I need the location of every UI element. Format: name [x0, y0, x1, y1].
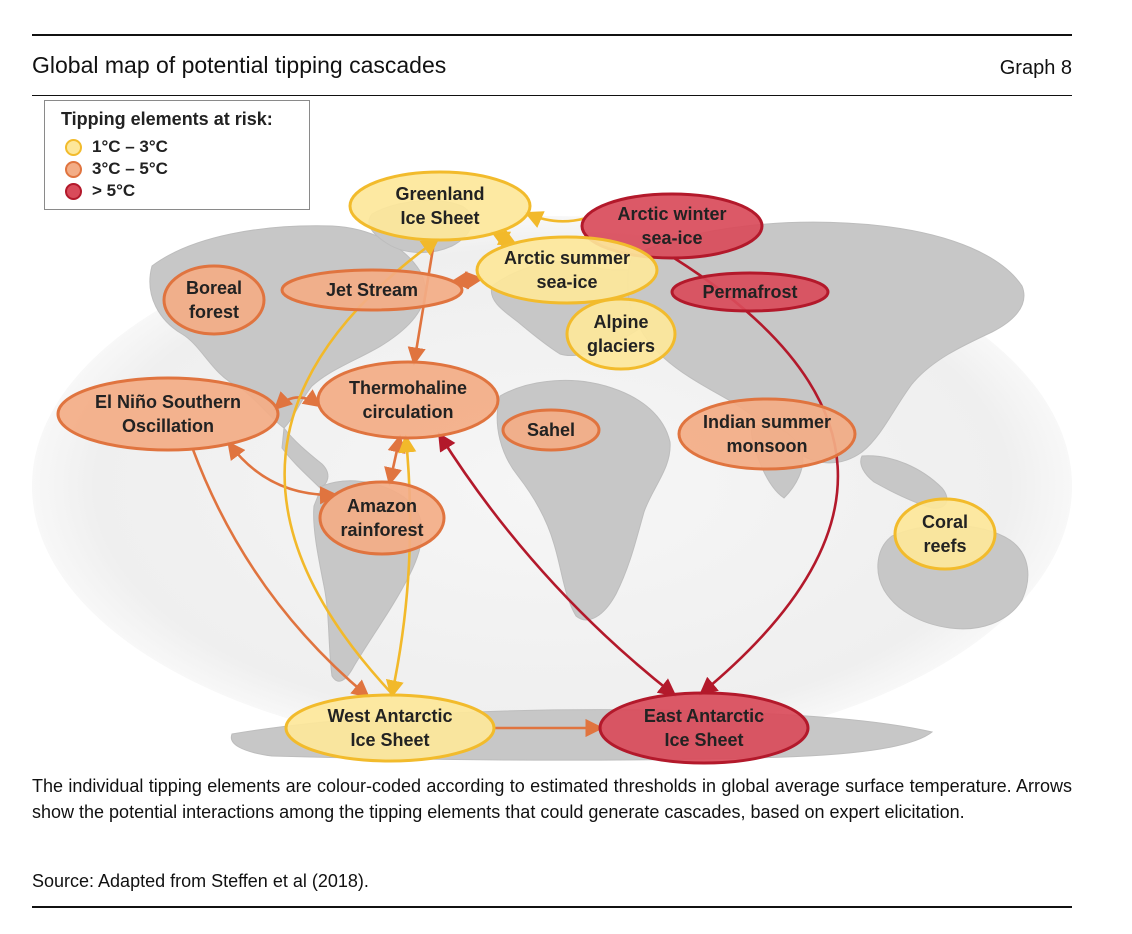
- node-west-antarctic-ellipse: [284, 693, 496, 763]
- legend-swatch-orange: [65, 160, 82, 178]
- node-amazon-label: Amazon: [347, 496, 417, 516]
- node-arctic-winter-label: sea-ice: [641, 228, 702, 248]
- top-rule: [32, 34, 1072, 36]
- node-arctic-summer-label: sea-ice: [536, 272, 597, 292]
- node-boreal-label: forest: [189, 302, 239, 322]
- bottom-rule: [32, 906, 1072, 908]
- node-alpine: Alpine glaciers: [565, 297, 677, 371]
- legend-item-low: 1°C – 3°C: [65, 137, 168, 157]
- node-arctic-summer-label: Arctic summer: [504, 248, 630, 268]
- node-sahel-ellipse: [501, 408, 601, 452]
- node-amazon: Amazon rainforest: [318, 480, 446, 556]
- node-arctic-winter-ellipse: [580, 192, 764, 260]
- graph-number: Graph 8: [999, 57, 1072, 79]
- node-thermohaline-ellipse: [316, 360, 500, 440]
- node-enso-ellipse: [56, 376, 280, 452]
- node-coral-label: Coral: [922, 512, 968, 532]
- figure-caption: The individual tipping elements are colo…: [32, 776, 1072, 822]
- arrow-enso-to-thermohaline: [273, 389, 322, 411]
- node-thermohaline: Thermohaline circulation: [316, 360, 500, 440]
- node-east-antarctic-label: East Antarctic: [644, 706, 764, 726]
- node-thermohaline-label: Thermohaline: [349, 378, 467, 398]
- title-rule: [32, 95, 1072, 96]
- node-jet-stream-ellipse: [280, 268, 464, 312]
- node-coral: Coral reefs: [893, 497, 997, 571]
- node-indian-monsoon-ellipse: [677, 397, 857, 471]
- node-coral-label: reefs: [923, 536, 966, 556]
- node-indian-monsoon-label: Indian summer: [703, 412, 831, 432]
- node-indian-monsoon-label: monsoon: [727, 436, 808, 456]
- node-alpine-label: Alpine: [593, 312, 648, 332]
- node-greenland-ellipse: [348, 170, 532, 242]
- node-coral-ellipse: [893, 497, 997, 571]
- legend-label: > 5°C: [92, 181, 136, 200]
- legend-heading: Tipping elements at risk:: [61, 109, 273, 129]
- node-permafrost-label: Permafrost: [702, 282, 797, 302]
- node-sahel-label: Sahel: [527, 420, 575, 440]
- legend-item-high: > 5°C: [65, 181, 135, 201]
- node-enso-label: Oscillation: [122, 416, 214, 436]
- node-sahel: Sahel: [501, 408, 601, 452]
- node-greenland-label: Greenland: [395, 184, 484, 204]
- node-arctic-winter: Arctic winter sea-ice: [580, 192, 764, 260]
- node-arctic-winter-label: Arctic winter: [617, 204, 726, 224]
- legend-swatch-yellow: [65, 138, 82, 156]
- node-permafrost-ellipse: [670, 271, 830, 313]
- legend-label: 1°C – 3°C: [92, 137, 168, 156]
- legend: Tipping elements at risk: 1°C – 3°C 3°C …: [44, 100, 310, 210]
- figure-title: Global map of potential tipping cascades: [32, 52, 447, 78]
- arrow-enso-to-amazon: [227, 440, 339, 505]
- node-greenland-label: Ice Sheet: [400, 208, 479, 228]
- legend-swatch-red: [65, 182, 82, 200]
- node-west-antarctic-label: West Antarctic: [327, 706, 452, 726]
- node-permafrost: Permafrost: [670, 271, 830, 313]
- node-east-antarctic-ellipse: [598, 691, 810, 765]
- node-amazon-ellipse: [318, 480, 446, 556]
- arrow-enso-to-west-antarctic: [191, 448, 370, 699]
- node-alpine-label: glaciers: [587, 336, 655, 356]
- node-arctic-summer: Arctic summer sea-ice: [475, 235, 659, 305]
- node-alpine-ellipse: [565, 297, 677, 371]
- legend-label: 3°C – 5°C: [92, 159, 168, 178]
- node-west-antarctic-label: Ice Sheet: [350, 730, 429, 750]
- node-enso-label: El Niño Southern: [95, 392, 241, 412]
- node-east-antarctic-label: Ice Sheet: [664, 730, 743, 750]
- node-boreal-label: Boreal: [186, 278, 242, 298]
- node-boreal: Boreal forest: [162, 264, 266, 336]
- node-indian-monsoon: Indian summer monsoon: [677, 397, 857, 471]
- node-jet-stream-label: Jet Stream: [326, 280, 418, 300]
- node-arctic-summer-ellipse: [475, 235, 659, 305]
- arrow-arctic-winter-to-east-antarctic: [673, 256, 840, 696]
- node-jet-stream: Jet Stream: [280, 268, 464, 312]
- arrow-thermohaline-to-east-antarctic: [438, 432, 677, 697]
- figure-source: Source: Adapted from Steffen et al (2018…: [32, 871, 369, 891]
- legend-item-mid: 3°C – 5°C: [65, 159, 168, 179]
- arrow-arctic-winter-to-greenland: [524, 211, 585, 228]
- node-amazon-label: rainforest: [340, 520, 423, 540]
- node-thermohaline-label: circulation: [362, 402, 453, 422]
- arrow-thermohaline-to-west-antarctic: [385, 434, 417, 699]
- node-boreal-ellipse: [162, 264, 266, 336]
